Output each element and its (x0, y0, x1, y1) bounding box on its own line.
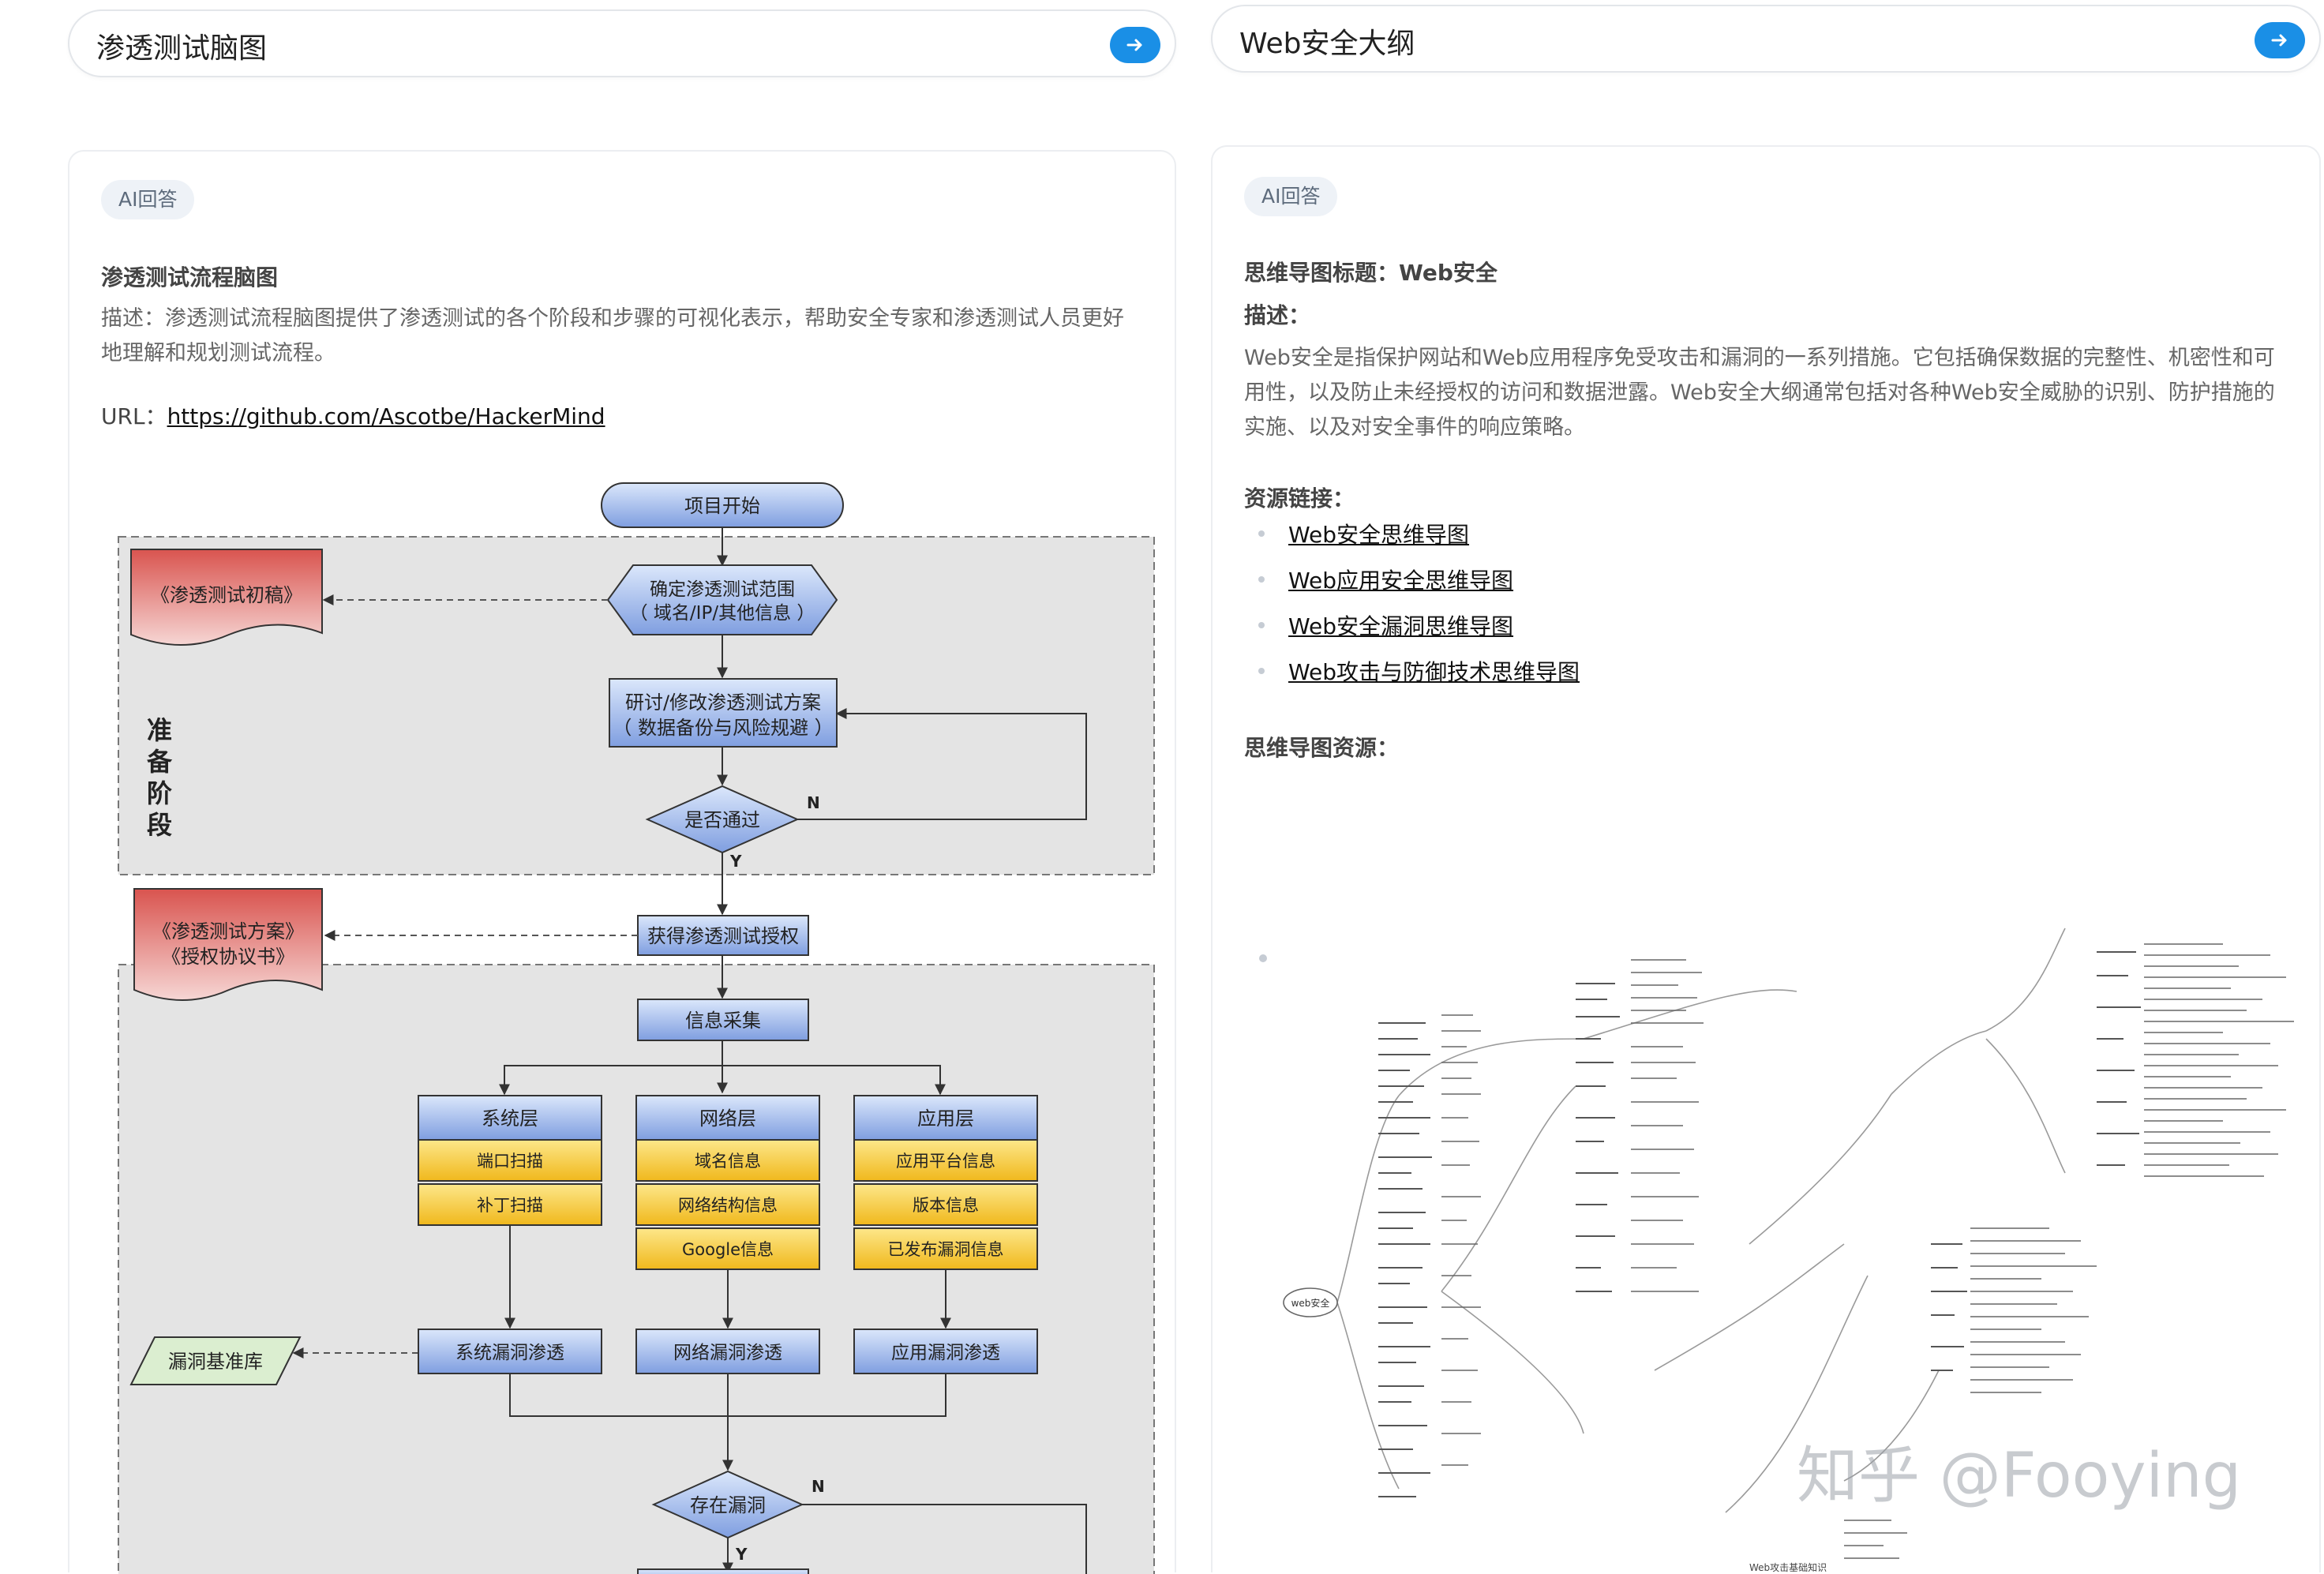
prep-char-3: 阶 (147, 778, 172, 808)
scope-line1: 确定渗透测试范围 (650, 579, 795, 600)
plan-doc-line1: 《渗透测试方案》 (152, 920, 304, 943)
net-pentest-label: 网络漏洞渗透 (673, 1343, 782, 1363)
answer-description: Web安全是指保护网站和Web应用程序免受攻击和漏洞的一系列措施。它包括确保数据… (1244, 346, 2275, 440)
start-node-label: 项目开始 (684, 495, 760, 517)
vuln-db-node (129, 1336, 302, 1385)
system-layer-node (418, 1095, 602, 1141)
answer-description: 描述：渗透测试流程脑图提供了渗透测试的各个阶段和步骤的可视化表示，帮助安全专家和… (101, 306, 1124, 365)
search-box-right[interactable]: Web安全大纲 (1211, 5, 2321, 73)
port-scan-label: 端口扫描 (477, 1152, 543, 1171)
plan-line1: 研讨/修改渗透测试方案 (625, 691, 821, 714)
arrow-right-icon (2271, 34, 2287, 47)
search-input-text[interactable]: 渗透测试脑图 (96, 32, 268, 65)
zhihu-watermark: 知乎 @Fooying (1797, 1441, 2241, 1512)
scope-line2: （ 域名/IP/其他信息 ） (630, 603, 815, 624)
mindmap-title: 思维导图标题：Web安全 (1244, 260, 1497, 286)
answer-card-right: AI回答 思维导图标题：Web安全 描述： Web安全是指保护网站和Web应用程… (1211, 145, 2321, 1574)
plan-line2: （ 数据备份与风险规避 ） (613, 717, 833, 739)
search-submit-button[interactable] (1110, 27, 1160, 63)
resource-link[interactable]: Web安全思维导图 (1288, 522, 1470, 548)
published-vuln-label: 已发布漏洞信息 (888, 1240, 1004, 1259)
n-label-1: N (807, 793, 820, 812)
app-pentest-label: 应用漏洞渗透 (891, 1343, 1000, 1363)
scope-node (606, 564, 838, 635)
app-platform-node (853, 1139, 1038, 1182)
patch-scan-label: 补丁扫描 (477, 1196, 543, 1215)
system-layer-label: 系统层 (482, 1107, 538, 1130)
description-label: 描述： (1244, 302, 1311, 328)
patch-scan-node (418, 1183, 602, 1226)
app-platform-label: 应用平台信息 (896, 1152, 995, 1171)
net-pentest-node (635, 1329, 820, 1374)
ai-answer-badge: AI回答 (101, 180, 195, 219)
draft-doc-node (130, 549, 323, 646)
network-layer-label: 网络层 (699, 1107, 756, 1130)
prep-char-1: 准 (147, 715, 172, 745)
vuln-exists-label: 存在漏洞 (690, 1494, 766, 1516)
info-gather-node (637, 999, 809, 1041)
bullet-icon (1258, 530, 1265, 537)
version-info-node (853, 1183, 1038, 1226)
plan-node (609, 678, 838, 748)
bullet-icon (1258, 576, 1265, 583)
domain-info-label: 域名信息 (695, 1152, 761, 1171)
resource-link[interactable]: Web攻击与防御技术思维导图 (1288, 659, 1580, 685)
resources-label: 资源链接： (1244, 485, 1355, 512)
y-label-2: Y (735, 1545, 748, 1564)
mindmap-second-root: Web攻击基础知识 (1749, 1562, 1827, 1573)
authorize-node (637, 915, 809, 956)
url-label: URL： (101, 403, 167, 429)
app-layer-label: 应用层 (917, 1107, 974, 1130)
bullet-icon (1258, 668, 1265, 674)
github-link[interactable]: https://github.com/Ascotbe/HackerMind (167, 403, 605, 429)
mindmap-resources-label: 思维导图资源： (1244, 735, 1400, 761)
pentest-flowchart: 项目开始 确定渗透测试范围 （ 域名/IP/其他信息 ） 《渗透测试初稿》 准 … (111, 472, 1184, 1574)
prep-char-2: 备 (147, 747, 173, 777)
next-node-partial (637, 1568, 809, 1574)
n-label-2: N (812, 1477, 825, 1496)
arrow-right-icon (1126, 39, 1142, 51)
pass-check-label: 是否通过 (684, 809, 760, 831)
plan-doc-line2: 《授权协议书》 (162, 946, 294, 968)
sys-pentest-node (418, 1329, 602, 1374)
answer-card-left: AI回答 渗透测试流程脑图 描述：渗透测试流程脑图提供了渗透测试的各个阶段和步骤… (68, 150, 1176, 1574)
sys-pentest-label: 系统漏洞渗透 (455, 1343, 564, 1363)
bullet-icon (1259, 954, 1267, 962)
draft-doc-label: 《渗透测试初稿》 (151, 584, 302, 606)
mindmap-root-label: web安全 (1291, 1297, 1330, 1309)
answer-heading: 渗透测试流程脑图 (101, 264, 279, 290)
prep-char-4: 段 (147, 810, 172, 840)
google-info-node (635, 1227, 820, 1270)
info-gather-label: 信息采集 (685, 1010, 761, 1032)
published-vuln-node (853, 1227, 1038, 1270)
resource-link[interactable]: Web应用安全思维导图 (1288, 568, 1514, 594)
search-input-text[interactable]: Web安全大纲 (1239, 28, 1415, 60)
y-label-1: Y (729, 852, 742, 871)
bullet-icon (1258, 622, 1265, 628)
app-layer-node (853, 1095, 1038, 1141)
search-box-left[interactable]: 渗透测试脑图 (68, 9, 1176, 77)
version-info-label: 版本信息 (913, 1196, 979, 1215)
resource-link[interactable]: Web安全漏洞思维导图 (1288, 613, 1514, 639)
network-layer-node (635, 1095, 820, 1141)
app-pentest-node (853, 1329, 1038, 1374)
url-row: URL：https://github.com/Ascotbe/HackerMin… (101, 399, 605, 431)
plan-doc-node (133, 888, 323, 1001)
mindmap-image: web安全 (1244, 802, 2302, 1574)
google-info-label: Google信息 (682, 1240, 774, 1259)
mindmap-root-node (1283, 1287, 1338, 1317)
authorize-label: 获得渗透测试授权 (647, 925, 799, 947)
vuln-db-label: 漏洞基准库 (168, 1351, 263, 1373)
search-submit-button[interactable] (2255, 22, 2305, 58)
domain-info-node (635, 1139, 820, 1182)
net-struct-node (635, 1183, 820, 1226)
ai-answer-badge: AI回答 (1244, 177, 1338, 216)
port-scan-node (418, 1139, 602, 1182)
net-struct-label: 网络结构信息 (678, 1196, 778, 1215)
